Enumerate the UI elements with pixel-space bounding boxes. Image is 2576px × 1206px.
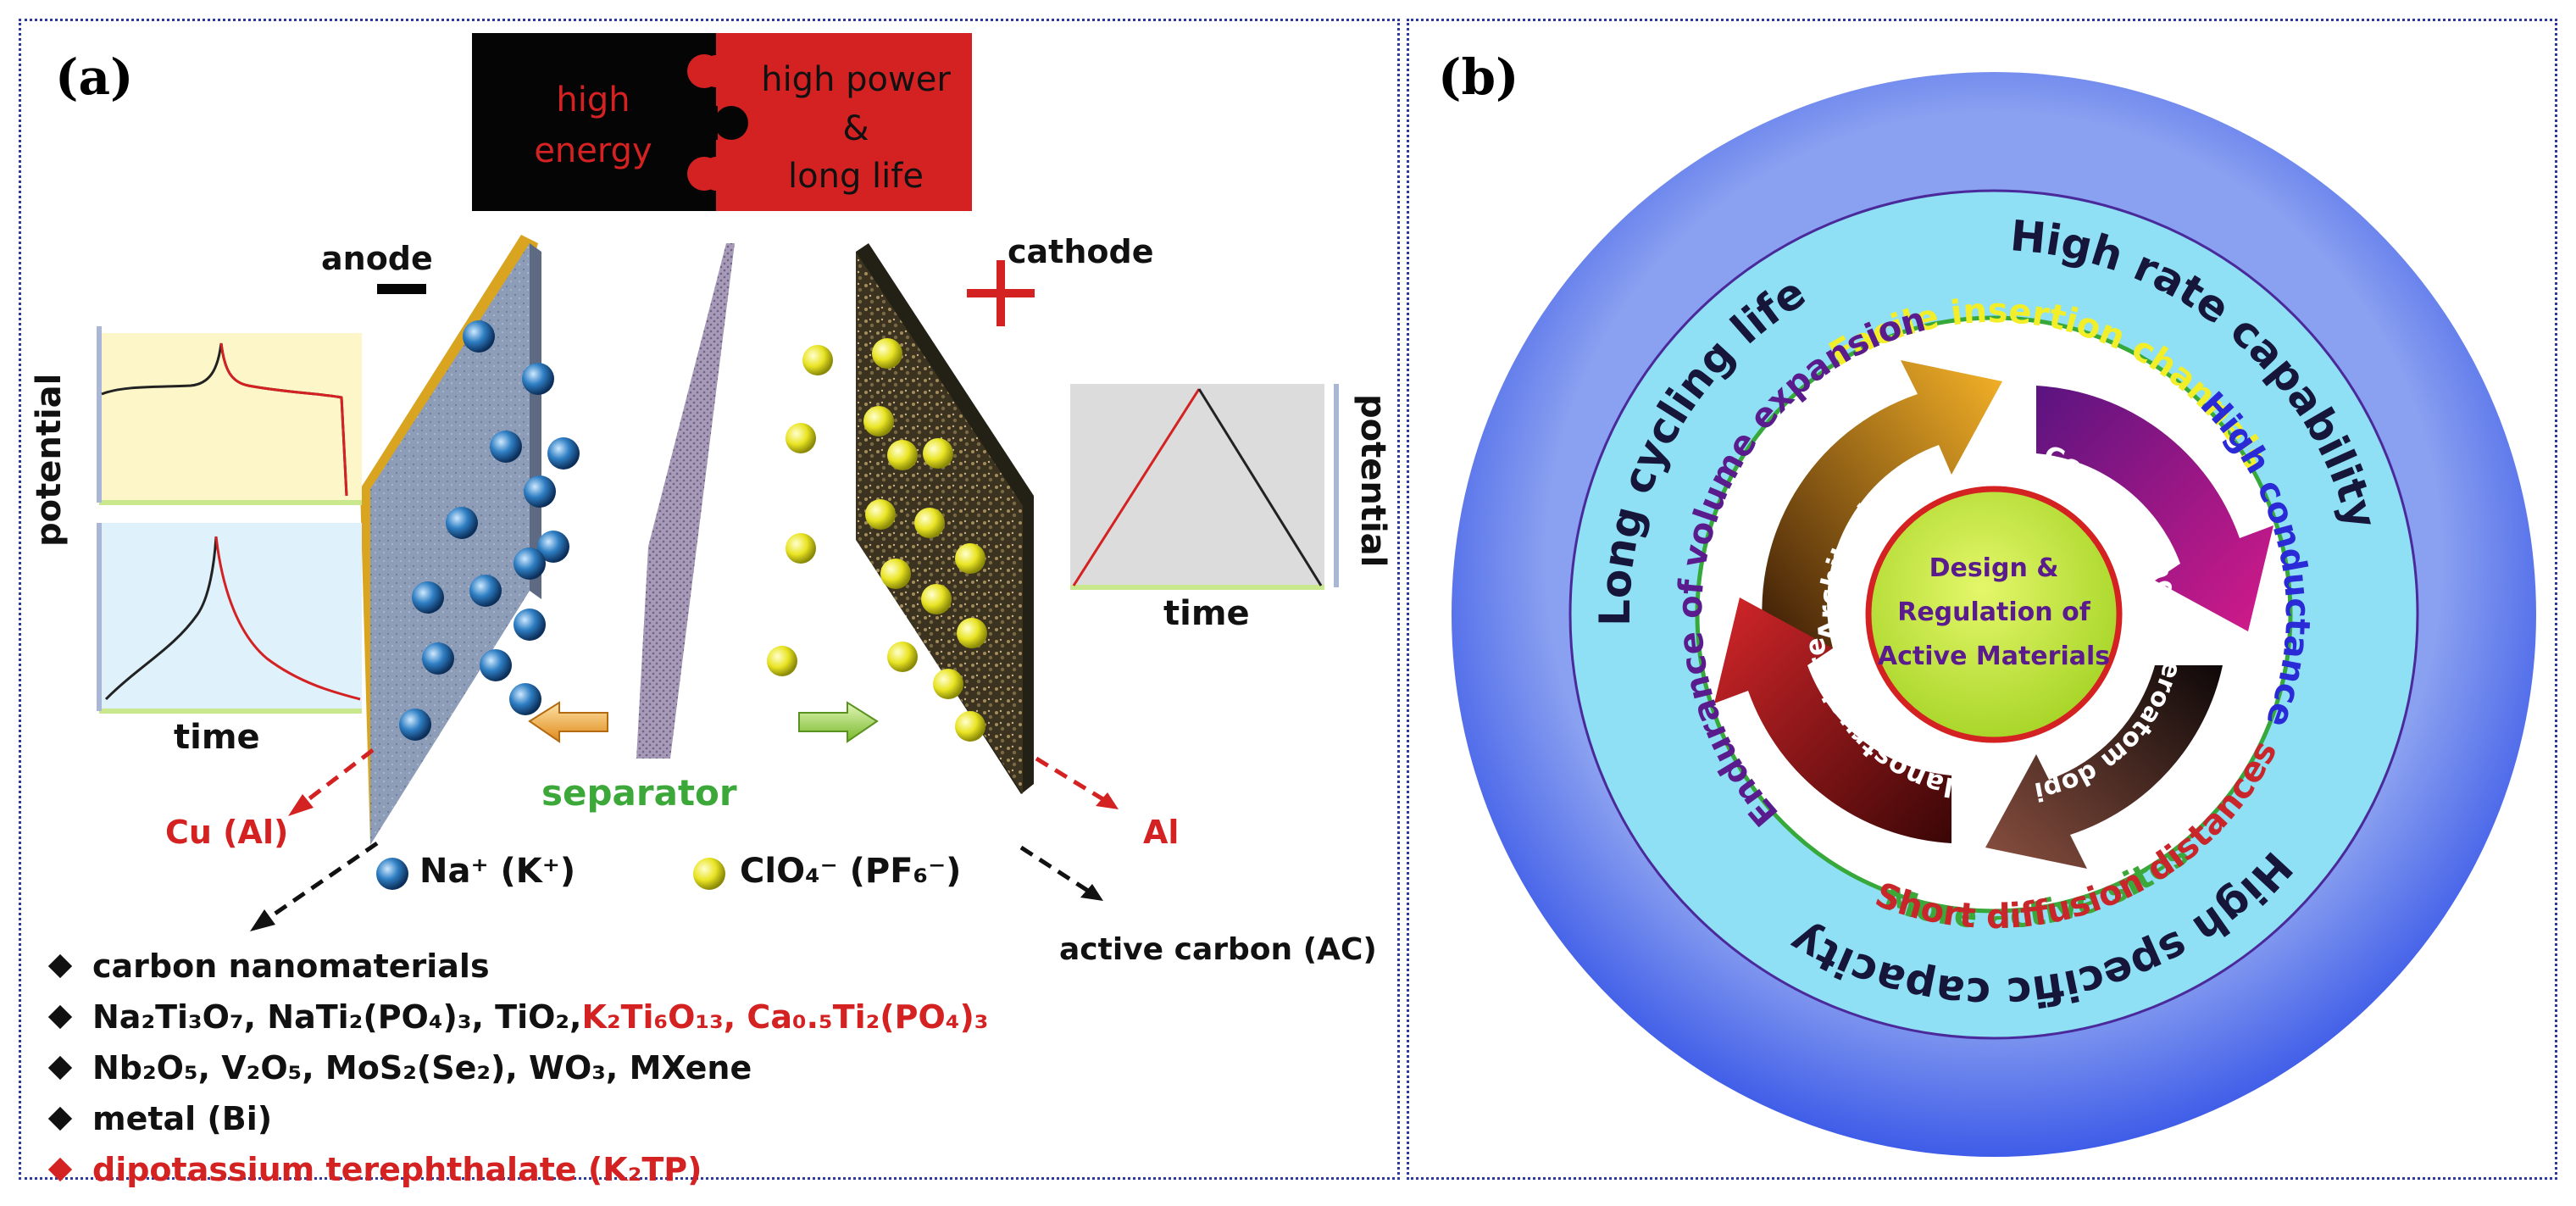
list-item: Na₂Ti₃O₇, NaTi₂(PO₄)₃, TiO₂, K₂Ti₆O₁₃, C… [47, 992, 988, 1042]
compositing-arrow [2036, 386, 2273, 631]
panel-b-graphics: High rate capability Long cycling life H… [1398, 0, 2536, 1157]
list-item: metal (Bi) [47, 1093, 988, 1144]
puzzle-energy-label: energy [534, 131, 652, 170]
list-item-highlight: K₂Ti₆O₁₃, Ca₀.₅Ti₂(PO₄)₃ [581, 998, 989, 1036]
separator-label: separator [541, 772, 737, 814]
center-line-2: Regulation of [1897, 597, 2090, 627]
ion-flow-arrows [528, 701, 879, 743]
dashed-arrows [250, 748, 1119, 931]
puzzle-ampersand-label: & [842, 109, 869, 148]
nanostructure-arrow [1714, 597, 1951, 843]
center-line-3: Active Materials [1878, 642, 2110, 671]
puzzle-long-life-label: long life [788, 157, 924, 196]
list-item-text: carbon nanomaterials [92, 948, 490, 985]
diamond-bullet-icon [47, 953, 73, 979]
cation-particles [399, 320, 580, 741]
puzzle-high-power-label: high power [761, 60, 951, 99]
panel-a-graphics [97, 33, 1339, 931]
minus-sign-icon [377, 284, 426, 294]
anode-plate [360, 235, 541, 845]
anion-particles [767, 338, 987, 742]
anion-legend-label: ClO₄⁻ (PF₆⁻) [740, 852, 962, 891]
panel-b: (b) [1398, 0, 2557, 1180]
cathode-material-label: active carbon (AC) [1059, 932, 1377, 967]
cathode-collector-label: Al [1143, 814, 1180, 851]
cation-legend-label: Na⁺ (K⁺) [419, 852, 576, 891]
puzzle-high-label: high [556, 81, 630, 119]
panel-b-tag: (b) [1438, 48, 1519, 106]
left-potential-plots [97, 326, 362, 714]
list-item-text: Na₂Ti₃O₇, NaTi₂(PO₄)₃, TiO₂, [92, 998, 582, 1036]
plus-sign-icon [967, 260, 1035, 326]
list-item: dipotassium terephthalate (K₂TP) [47, 1144, 988, 1195]
diamond-bullet-icon [47, 1004, 73, 1030]
left-plot-ylabel: potential [30, 373, 69, 547]
architecture-arrow [1762, 360, 2002, 648]
separator-membrane [636, 243, 735, 759]
process-arrows [1714, 360, 2273, 869]
diamond-bullet-icon [47, 1106, 73, 1131]
panel-a-tag: (a) [55, 48, 134, 106]
panel-a: (a) [19, 19, 1400, 1188]
list-item-text: Nb₂O₅, V₂O₅, MoS₂(Se₂), WO₃, MXene [92, 1049, 752, 1087]
heteroatom-doping-arrow [1985, 665, 2223, 869]
anion-legend-icon [693, 858, 725, 890]
cathode-label: cathode [1008, 233, 1154, 270]
right-plot-ylabel: potential [1353, 394, 1392, 568]
anode-label: anode [321, 240, 433, 277]
diamond-bullet-icon [47, 1055, 73, 1081]
diamond-bullet-icon [47, 1157, 73, 1182]
puzzle-graphic [472, 33, 972, 211]
list-item-highlight: dipotassium terephthalate (K₂TP) [92, 1151, 702, 1188]
anode-collector-label: Cu (Al) [165, 814, 289, 851]
list-item: carbon nanomaterials [47, 941, 988, 992]
center-line-1: Design & [1929, 553, 2059, 583]
center-circle [1865, 486, 2123, 743]
right-plot-xlabel: time [1163, 594, 1250, 633]
list-item: Nb₂O₅, V₂O₅, MoS₂(Se₂), WO₃, MXene [47, 1042, 988, 1093]
left-plot-xlabel: time [174, 718, 260, 757]
right-potential-plot [1070, 384, 1339, 590]
list-item-text: metal (Bi) [92, 1100, 273, 1137]
cation-legend-icon [376, 858, 408, 890]
anode-materials-list: carbon nanomaterials Na₂Ti₃O₇, NaTi₂(PO₄… [47, 941, 988, 1195]
